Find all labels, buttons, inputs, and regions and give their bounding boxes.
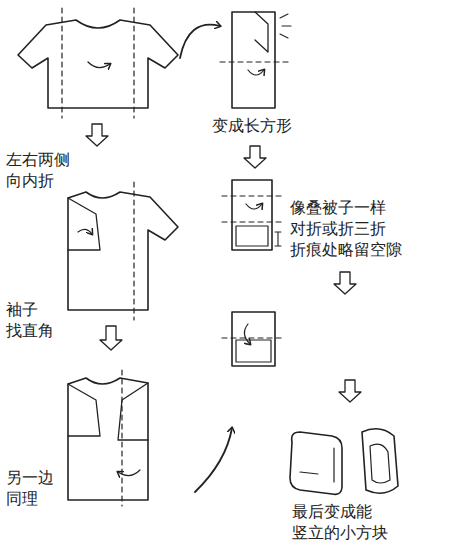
label-slot: 左右两侧 向内折 xyxy=(6,150,78,192)
step-label: 像叠被子一样 对折或折三折 折痕处略留空隙 xyxy=(290,198,412,260)
label-slot: 像叠被子一样 对折或折三折 折痕处略留空隙 xyxy=(290,198,412,260)
step-label: 最后变成能 竖立的小方块 xyxy=(292,502,396,544)
label-slot: 最后变成能 竖立的小方块 xyxy=(292,502,396,544)
step-label: 变成长方形 xyxy=(212,116,308,137)
step-label: 左右两侧 向内折 xyxy=(6,150,78,192)
step-label: 另一边 同理 xyxy=(6,468,62,510)
label-slot: 变成长方形 xyxy=(212,116,308,137)
label-slot: 另一边 同理 xyxy=(6,468,62,510)
label-slot: 袖子 找直角 xyxy=(6,300,62,342)
step-label: 袖子 找直角 xyxy=(6,300,62,342)
